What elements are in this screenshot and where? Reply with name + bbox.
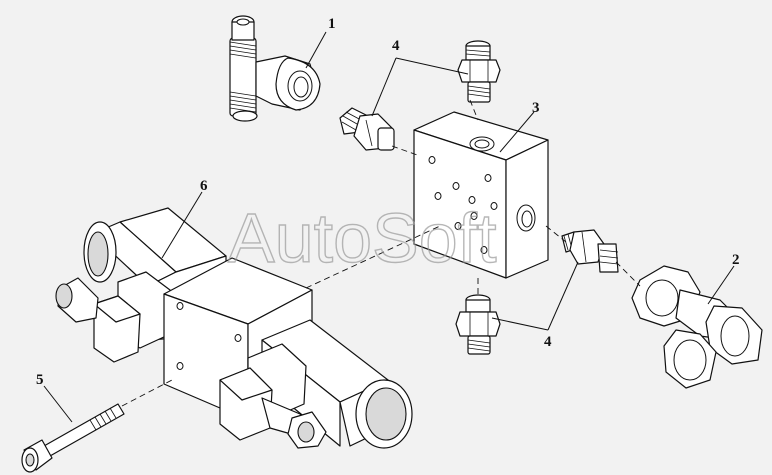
part-1-tee-fitting (229, 15, 321, 122)
manifold-port-holes (428, 156, 498, 254)
watermark-text: AutoSoft (228, 199, 497, 277)
part-2-elbow-fitting (631, 265, 763, 389)
callout-4-bottom: 4 (544, 334, 552, 350)
part-4-adapter-bottom (455, 294, 501, 355)
part-6-solenoid-valve (55, 207, 413, 449)
callout-5: 5 (36, 372, 44, 388)
callout-3: 3 (532, 100, 540, 116)
part-4-adapter-left (339, 107, 395, 151)
part-5-bolt (21, 403, 125, 473)
callout-2: 2 (732, 252, 740, 268)
part-3-manifold-block (413, 111, 549, 279)
callout-6: 6 (200, 178, 208, 194)
part-4-adapter-top (457, 40, 501, 103)
part-4-adapter-right (561, 229, 619, 273)
callout-1: 1 (328, 16, 336, 32)
callout-4-top: 4 (392, 38, 400, 54)
leader-lines (43, 31, 735, 423)
assembly-center-lines (121, 99, 641, 407)
